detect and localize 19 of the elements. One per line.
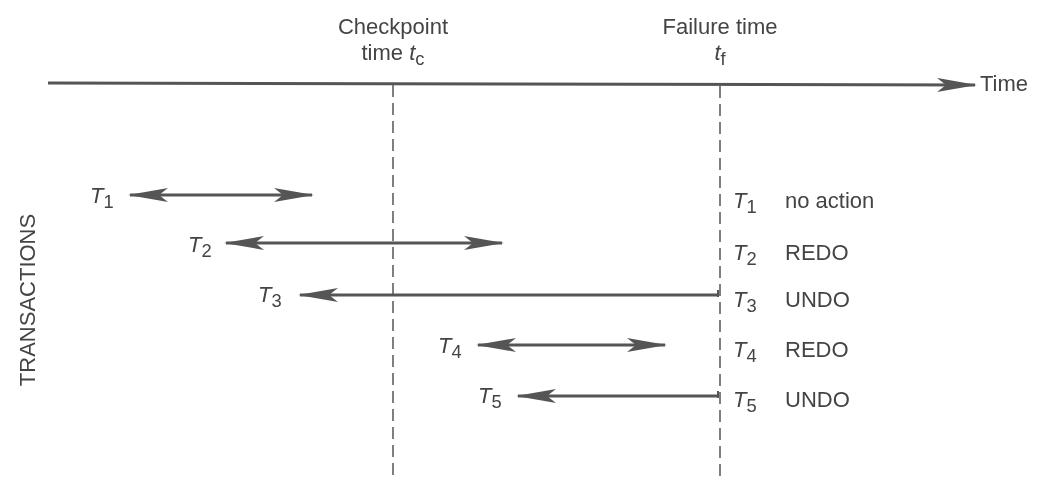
transaction-label: T$_{2}$ bbox=[733, 240, 757, 272]
axis-label: Time bbox=[980, 71, 1029, 97]
action-label: REDO bbox=[785, 337, 849, 363]
transaction-label: T$_{1}$ bbox=[733, 188, 757, 220]
action-label: REDO bbox=[785, 240, 849, 266]
transaction-label: T$_{3}$ bbox=[733, 287, 757, 319]
action-label: no action bbox=[785, 188, 875, 214]
checkpoint-label: Checkpoint time t$_{c}$ bbox=[336, 14, 450, 72]
transaction-label: T$_{5}$ bbox=[733, 387, 757, 419]
action-label: UNDO bbox=[785, 287, 850, 313]
transaction-label: T$_{2}$ bbox=[188, 232, 212, 264]
transaction-label: T$_{4}$ bbox=[733, 337, 757, 369]
transaction-label: T$_{4}$ bbox=[438, 333, 462, 365]
transaction-label: T$_{5}$ bbox=[478, 383, 502, 415]
transaction-label: T$_{1}$ bbox=[90, 183, 114, 215]
failure-label: Failure time t$_{f}$ bbox=[661, 14, 779, 72]
action-label: UNDO bbox=[785, 387, 850, 413]
transaction-label: T$_{3}$ bbox=[258, 282, 282, 314]
axis-label: TRANSACTIONS bbox=[15, 213, 41, 387]
